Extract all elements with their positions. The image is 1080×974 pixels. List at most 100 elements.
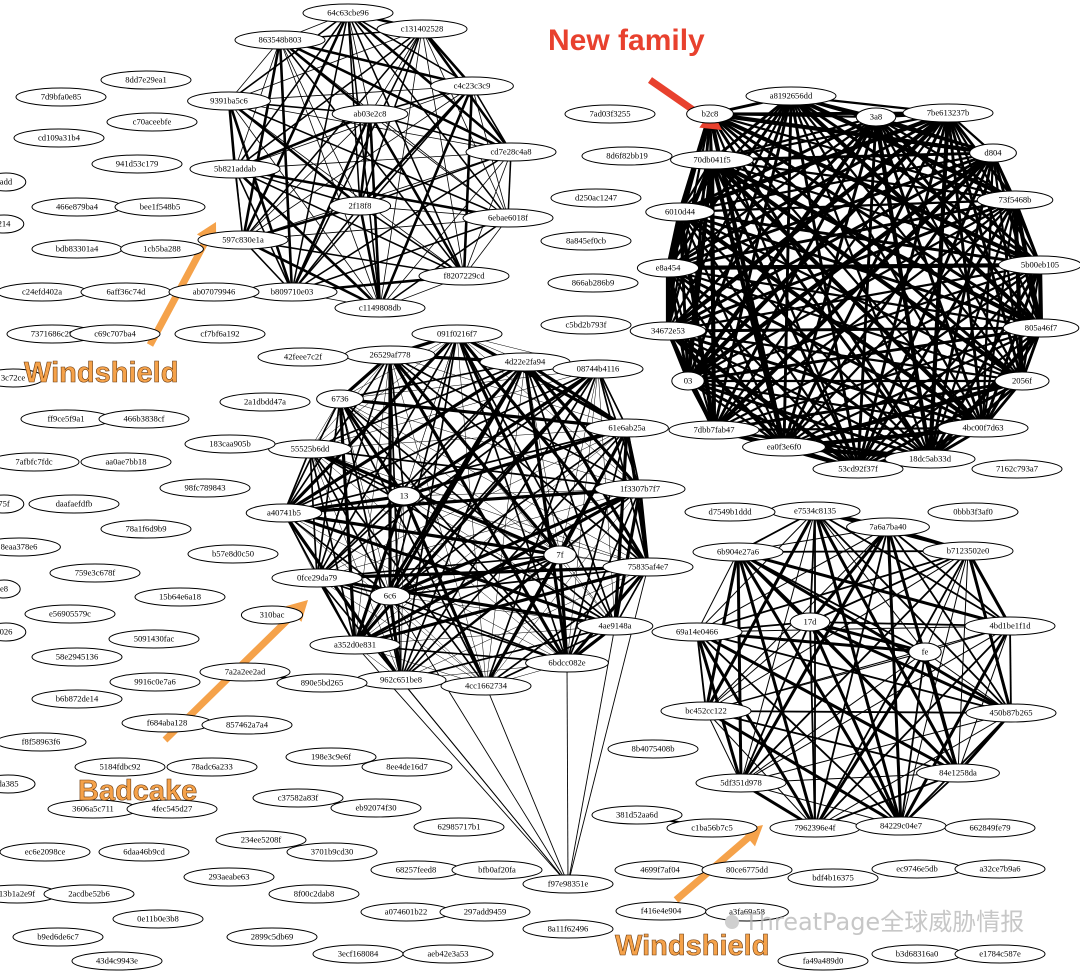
cluster-edge bbox=[813, 651, 927, 829]
graph-node: e56905579c bbox=[24, 604, 116, 624]
node-ellipse bbox=[98, 409, 190, 429]
cluster-edge bbox=[378, 85, 474, 309]
graph-node: 3ecf168084 bbox=[312, 944, 404, 964]
graph-node: 6daa46b9cd bbox=[98, 842, 190, 862]
node-ellipse bbox=[581, 146, 673, 166]
node-label: b7123502e0 bbox=[947, 545, 990, 555]
node-ellipse bbox=[937, 418, 1029, 438]
cluster-edge bbox=[389, 595, 616, 627]
node-ellipse bbox=[245, 503, 323, 523]
graph-node: ec6e2098ce bbox=[0, 842, 91, 862]
graph-node: 5b00eb105 bbox=[998, 255, 1080, 275]
node-label: 662849fe79 bbox=[969, 822, 1010, 832]
cluster-edge bbox=[403, 426, 628, 498]
cluster-edge bbox=[736, 551, 743, 784]
graph-node: 297add9459 bbox=[439, 902, 531, 922]
cluster-edge bbox=[566, 488, 641, 664]
cluster-edge bbox=[666, 115, 878, 333]
graph-node: 4bc00f7d63 bbox=[937, 418, 1029, 438]
node-ellipse bbox=[49, 563, 141, 583]
node-ellipse bbox=[550, 188, 642, 208]
cluster-edge bbox=[1037, 264, 1044, 329]
cluster-edge bbox=[354, 427, 628, 646]
cluster-edge bbox=[234, 12, 349, 170]
cluster-edge bbox=[679, 198, 1016, 214]
node-ellipse bbox=[916, 763, 1000, 783]
cluster-edge bbox=[667, 326, 1042, 333]
cluster-edge bbox=[316, 333, 458, 579]
cluster-edge bbox=[696, 551, 739, 633]
graph-node: 2acdbe52b6 bbox=[43, 884, 135, 904]
node-ellipse bbox=[602, 557, 694, 577]
graph-node: 26529af778 bbox=[344, 345, 436, 365]
cluster-edge bbox=[400, 333, 458, 681]
node-ellipse bbox=[1002, 318, 1080, 338]
node-label: e8a454 bbox=[656, 262, 682, 272]
node-ellipse bbox=[465, 142, 557, 162]
node-label: bc452cc122 bbox=[685, 705, 727, 715]
cluster-edge bbox=[667, 151, 994, 270]
node-ellipse bbox=[108, 629, 200, 649]
node-ellipse bbox=[159, 478, 251, 498]
graph-node: d250ac1247 bbox=[550, 188, 642, 208]
graph-node: 68257feed8 bbox=[370, 860, 462, 880]
cluster-edge bbox=[316, 398, 341, 579]
node-ellipse bbox=[174, 324, 266, 344]
cluster-edge bbox=[711, 158, 1042, 330]
graph-node: 962c651be8 bbox=[355, 670, 447, 690]
graph-node: 75f bbox=[0, 494, 25, 514]
node-ellipse bbox=[884, 449, 976, 469]
graph-node: 9391ba5c6 bbox=[187, 91, 271, 111]
node-label: 0e11b0e3b8 bbox=[137, 913, 179, 923]
cluster-edge bbox=[283, 512, 649, 568]
graph-node: 183caa905b bbox=[184, 434, 276, 454]
cluster-edge bbox=[234, 85, 473, 170]
node-ellipse bbox=[902, 103, 994, 123]
node-label: 58e2945136 bbox=[56, 651, 99, 661]
node-ellipse bbox=[24, 604, 116, 624]
node-ellipse bbox=[197, 230, 289, 250]
graph-node: cd7e28c4a8 bbox=[465, 142, 557, 162]
graph-node: aeb42e3a53 bbox=[402, 944, 494, 964]
cluster-edge bbox=[667, 266, 1023, 383]
nodes-layer: 64c63cbe96863548b803c1314025289391ba5c6c… bbox=[0, 3, 1080, 971]
node-ellipse bbox=[430, 76, 514, 96]
graph-node: 0bbb3f3af0 bbox=[927, 502, 1019, 522]
graph-node: 84229c04e7 bbox=[855, 816, 947, 836]
node-label: 091f0216f7 bbox=[437, 328, 478, 338]
node-label: 42feee7c2f bbox=[284, 351, 322, 361]
cluster-edge bbox=[485, 566, 649, 687]
graph-node: 13 bbox=[387, 486, 421, 506]
node-label: b57e8d0c50 bbox=[212, 548, 254, 558]
graph-node: 6010d44 bbox=[645, 202, 715, 222]
node-ellipse bbox=[183, 867, 275, 887]
cluster-edge bbox=[388, 353, 562, 557]
cluster-edge bbox=[389, 354, 405, 497]
cluster-edge bbox=[291, 217, 509, 293]
cluster-edge bbox=[283, 448, 311, 514]
cluster-edge bbox=[400, 625, 616, 681]
graph-node: 381d52aa6d bbox=[591, 805, 683, 825]
node-label: 8a845ef0cb bbox=[566, 235, 606, 245]
node-ellipse bbox=[594, 479, 686, 499]
node-label: d804 bbox=[984, 147, 1002, 157]
cluster-edge bbox=[924, 550, 969, 653]
node-ellipse bbox=[112, 909, 204, 929]
graph-node: cd109a31b4 bbox=[13, 128, 105, 148]
node-label: 4bc00f7d63 bbox=[962, 422, 1003, 432]
cluster-edge bbox=[471, 85, 512, 153]
node-label: 6b904e27a6 bbox=[717, 546, 760, 556]
node-label: 4699f7af04 bbox=[640, 864, 680, 874]
node-ellipse bbox=[98, 842, 190, 862]
node-ellipse bbox=[334, 298, 426, 318]
cluster-edge bbox=[705, 710, 1012, 714]
node-label: 7371686c29 bbox=[31, 328, 74, 338]
graph-node: 2a1dbdd47a bbox=[219, 392, 311, 412]
graph-node: c70aceebfe bbox=[106, 112, 198, 132]
node-label: 3701b9cd30 bbox=[311, 846, 354, 856]
node-ellipse bbox=[789, 612, 831, 632]
node-label: 6010d44 bbox=[665, 206, 696, 216]
cluster-edge bbox=[808, 526, 890, 623]
callout-windshield-top: Windshield bbox=[24, 357, 178, 389]
node-label: 78adc6a233 bbox=[191, 761, 233, 771]
